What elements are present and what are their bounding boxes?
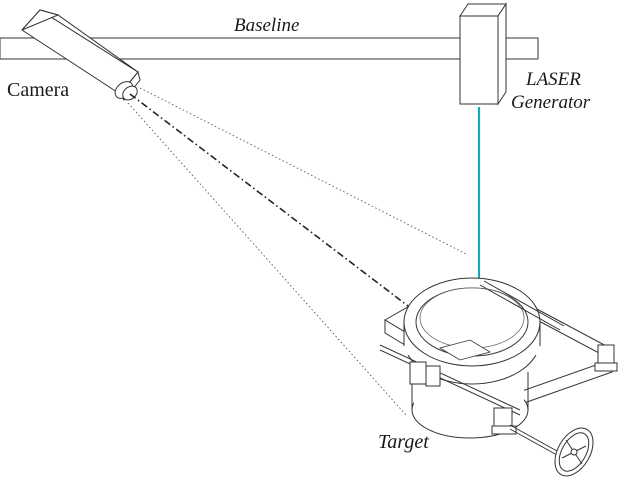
camera-icon	[21, 9, 141, 101]
camera-optical-axis-ray	[129, 93, 451, 339]
laser-label-line1: LASER	[526, 69, 581, 90]
camera-label: Camera	[7, 79, 70, 101]
camera-fov-lower-ray	[127, 102, 407, 416]
baseline-label: Baseline	[234, 15, 300, 36]
target-label: Target	[378, 431, 429, 453]
target-assembly-icon	[379, 277, 618, 477]
laser-label-line2: Generator	[511, 92, 591, 113]
laser-generator-icon	[459, 2, 507, 106]
baseline-rail	[0, 37, 539, 60]
camera-fov-upper-ray	[139, 87, 469, 256]
